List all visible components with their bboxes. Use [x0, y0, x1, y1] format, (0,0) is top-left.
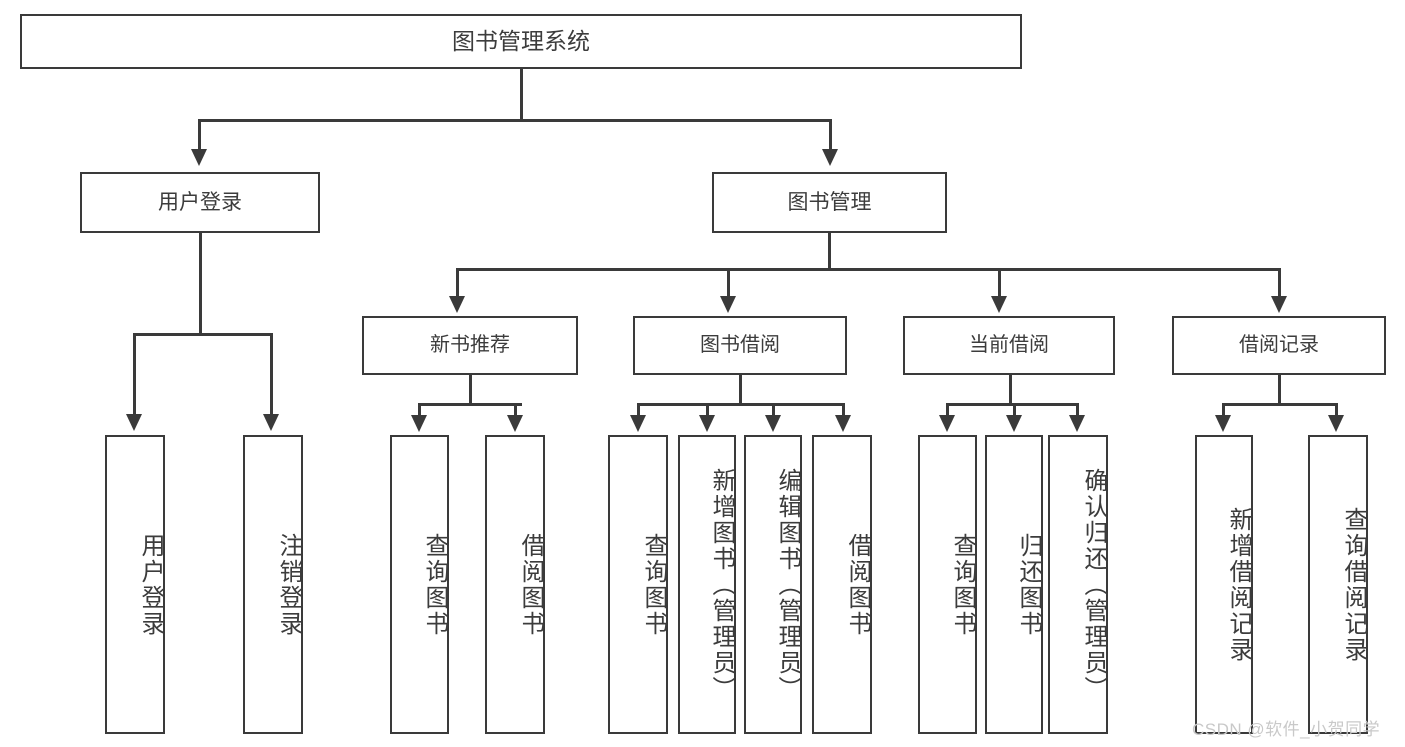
- connector-new-book-stem: [469, 375, 472, 405]
- node-label: 编辑图书（管理员）: [774, 467, 801, 702]
- connector-book-management-stem: [828, 233, 831, 270]
- node-label: 注销登录: [275, 532, 302, 637]
- connector-level2-bus: [456, 268, 1281, 271]
- arrow-head-new-book: [449, 296, 465, 313]
- connector-drop-borrow-record: [1278, 268, 1281, 298]
- leaf-query-book-2[interactable]: 查询图书: [608, 435, 668, 734]
- connector-user-login-bus: [133, 333, 273, 336]
- connector-current-borrow-bus: [946, 403, 1078, 406]
- node-label: 新书推荐: [430, 334, 510, 357]
- arrow-head-book-management: [822, 149, 838, 166]
- connector-drop-return-book: [1013, 403, 1016, 417]
- arrow-head-leaf-logout: [263, 414, 279, 431]
- node-label: 新增图书（管理员）: [708, 467, 735, 702]
- connector-drop-query-record: [1335, 403, 1338, 417]
- leaf-query-book-1[interactable]: 查询图书: [390, 435, 449, 734]
- connector-drop-borrow-book-1: [514, 403, 517, 417]
- leaf-borrow-book-2[interactable]: 借阅图书: [812, 435, 872, 734]
- connector-drop-current-borrow: [998, 268, 1001, 298]
- leaf-add-record[interactable]: 新增借阅记录: [1195, 435, 1253, 734]
- arrow-head-user-login: [191, 149, 207, 166]
- leaf-return-book[interactable]: 归还图书: [985, 435, 1043, 734]
- node-book-borrow[interactable]: 图书借阅: [633, 316, 847, 375]
- connector-current-borrow-stem: [1009, 375, 1012, 405]
- node-book-management[interactable]: 图书管理: [712, 172, 947, 233]
- arrow-head-query-book-1: [411, 415, 427, 432]
- leaf-confirm-return[interactable]: 确认归还（管理员）: [1048, 435, 1108, 734]
- arrow-head-edit-book: [765, 415, 781, 432]
- node-label: 图书管理: [787, 190, 872, 214]
- connector-drop-edit-book: [772, 403, 775, 417]
- node-label: 当前借阅: [969, 334, 1049, 357]
- leaf-query-book-3[interactable]: 查询图书: [918, 435, 977, 734]
- connector-drop-borrow-book-2: [842, 403, 845, 417]
- connector-drop-confirm-return: [1076, 403, 1079, 417]
- arrow-head-query-book-2: [630, 415, 646, 432]
- connector-root-bus: [198, 119, 832, 122]
- node-new-book-recommend[interactable]: 新书推荐: [362, 316, 578, 375]
- arrow-head-confirm-return: [1069, 415, 1085, 432]
- connector-new-book-bus: [418, 403, 522, 406]
- arrow-head-query-book-3: [939, 415, 955, 432]
- connector-drop-user-login: [198, 119, 201, 151]
- connector-borrow-record-bus: [1222, 403, 1338, 406]
- leaf-user-login[interactable]: 用户登录: [105, 435, 165, 734]
- csdn-watermark: CSDN @软件_小贺同学: [1192, 720, 1381, 739]
- leaf-query-record[interactable]: 查询借阅记录: [1308, 435, 1368, 734]
- connector-drop-add-book: [706, 403, 709, 417]
- arrow-head-borrow-book-1: [507, 415, 523, 432]
- connector-drop-query-book-3: [946, 403, 949, 417]
- leaf-logout-login[interactable]: 注销登录: [243, 435, 303, 734]
- leaf-add-book[interactable]: 新增图书（管理员）: [678, 435, 736, 734]
- node-root-system[interactable]: 图书管理系统: [20, 14, 1022, 69]
- arrow-head-borrow-book-2: [835, 415, 851, 432]
- node-label: 查询借阅记录: [1340, 506, 1367, 663]
- leaf-borrow-book-1[interactable]: 借阅图书: [485, 435, 545, 734]
- arrow-head-book-borrow: [720, 296, 736, 313]
- connector-book-borrow-bus: [637, 403, 845, 406]
- node-label: 图书管理系统: [452, 27, 590, 54]
- connector-drop-add-record: [1222, 403, 1225, 417]
- connector-drop-new-book: [456, 268, 459, 298]
- connector-borrow-record-stem: [1278, 375, 1281, 405]
- node-label: 新增借阅记录: [1225, 506, 1252, 663]
- arrow-head-leaf-user-login: [126, 414, 142, 431]
- connector-book-borrow-stem: [739, 375, 742, 405]
- connector-drop-query-book-2: [637, 403, 640, 417]
- connector-drop-leaf-logout: [270, 333, 273, 416]
- node-label: 查询图书: [640, 532, 667, 637]
- node-user-login[interactable]: 用户登录: [80, 172, 320, 233]
- arrow-head-query-record: [1328, 415, 1344, 432]
- node-label: 用户登录: [158, 190, 242, 214]
- node-label: 查询图书: [949, 532, 976, 637]
- connector-drop-query-book-1: [418, 403, 421, 417]
- node-label: 查询图书: [421, 532, 448, 637]
- arrow-head-add-book: [699, 415, 715, 432]
- node-label: 确认归还（管理员）: [1080, 467, 1107, 702]
- node-borrow-record[interactable]: 借阅记录: [1172, 316, 1386, 375]
- connector-user-login-stem: [199, 233, 202, 333]
- connector-root-stem: [520, 69, 523, 119]
- node-label: 借阅记录: [1239, 334, 1319, 357]
- node-label: 借阅图书: [844, 532, 871, 637]
- connector-drop-book-management: [829, 119, 832, 151]
- arrow-head-add-record: [1215, 415, 1231, 432]
- connector-drop-leaf-user-login: [133, 333, 136, 416]
- arrow-head-return-book: [1006, 415, 1022, 432]
- arrow-head-current-borrow: [991, 296, 1007, 313]
- arrow-head-borrow-record: [1271, 296, 1287, 313]
- node-label: 借阅图书: [517, 532, 544, 637]
- connector-drop-book-borrow: [727, 268, 730, 298]
- node-label: 用户登录: [137, 532, 164, 637]
- node-current-borrow[interactable]: 当前借阅: [903, 316, 1115, 375]
- node-label: 归还图书: [1015, 532, 1042, 637]
- leaf-edit-book[interactable]: 编辑图书（管理员）: [744, 435, 802, 734]
- node-label: 图书借阅: [700, 334, 780, 357]
